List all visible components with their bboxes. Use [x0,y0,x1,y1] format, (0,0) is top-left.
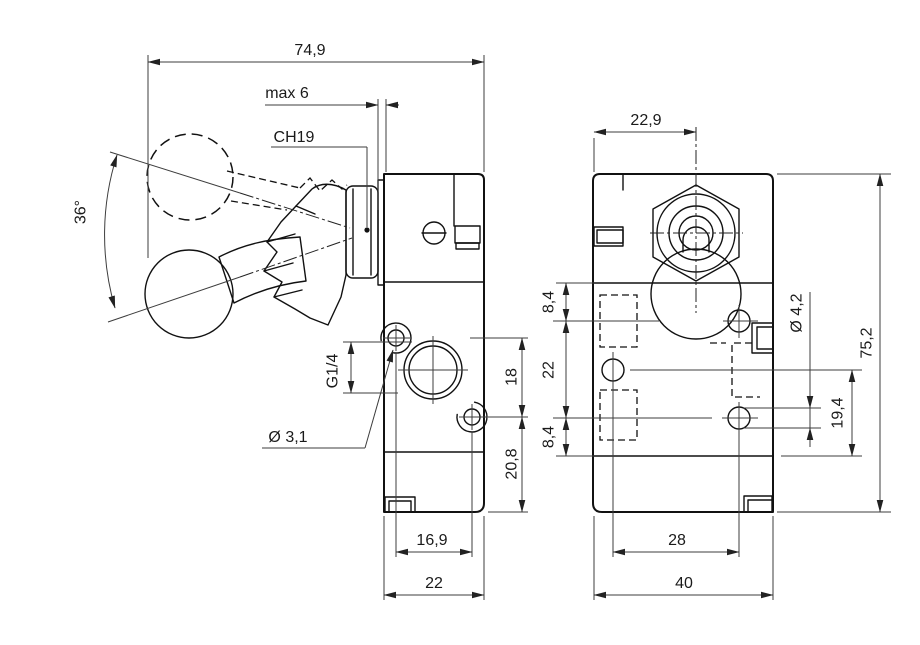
front-bottom-tab [743,495,773,513]
side-view [107,133,488,513]
dim-port-offset: 18 20,8 [470,337,528,513]
dim-body-depth: 22 [383,516,485,600]
dim-hex-offset: 22,9 [593,112,697,172]
screw-head [421,221,447,245]
dim-label-hole-pitch-front: 28 [668,532,686,549]
dim-port-thread: G1/4 [325,341,412,394]
dim-label-mount-hole: Ø 4,2 [789,293,806,332]
pilot-hole-bottom [456,401,488,433]
bellows-boot [263,183,347,326]
mount-hole-top-right [723,305,758,338]
dim-label-swing-angle: 36° [73,200,90,224]
dim-label-hole-pitch-side: 16,9 [416,532,447,549]
dim-label-wrench-size: CH19 [274,129,315,146]
dim-label-body-width: 40 [675,575,693,592]
front-mount-holes [601,305,758,434]
side-body [383,173,485,513]
dim-label-pilot-hole: Ø 3,1 [268,429,307,446]
port-g14 [398,336,468,404]
dim-label-body-depth: 22 [425,575,443,592]
dim-label-hole-offset-top: 8,4 [541,291,558,313]
dim-stroke-max: max 6 [265,85,399,210]
side-bottom-tab [384,496,416,513]
mount-hole-left [601,352,625,390]
dim-pilot-hole: Ø 3,1 [262,349,394,449]
dim-label-port-thread: G1/4 [325,354,342,389]
dim-hole-stack: 8,4 22 8,4 [541,282,712,457]
dim-label-stroke-max: max 6 [265,85,309,102]
dimensions: 74,9 max 6 CH19 36° G1/4 [73,42,891,600]
dim-label-hole-offset-bottom: 8,4 [541,426,558,448]
dim-label-hex-offset: 22,9 [630,112,661,129]
dim-label-port-offset: 18 [504,368,521,386]
dim-label-base-offset: 20,8 [504,448,521,479]
dim-width-total: 74,9 [147,42,485,258]
mounting-flange [377,179,385,286]
dim-hole-offset-lower: 19,4 [630,369,862,457]
dim-label-body-height: 75,2 [859,327,876,358]
front-left-notch [593,226,624,247]
side-connector-notch [454,225,481,244]
dim-label-width-total: 74,9 [294,42,325,59]
front-view [592,127,774,513]
hex-nut-side [345,185,379,279]
pivot-dot [364,227,370,233]
pilot-hole-top [380,322,412,354]
ball-knob [144,249,234,339]
dim-hole-pitch-side: 16,9 [395,352,473,557]
dim-label-hole-pitch-vert: 22 [541,361,558,379]
lever-stem [218,236,307,304]
lever-upper-position [146,133,348,221]
dim-label-hole-offset-lower: 19,4 [830,397,847,428]
front-right-notch [751,322,774,354]
ball-knob-dashed [146,133,234,221]
swing-centerlines [107,151,353,323]
dim-body-width: 40 [593,516,774,600]
dim-body-height: 75,2 [777,173,891,513]
side-ports [380,322,488,433]
mount-hole-bottom-right [722,402,758,434]
dim-wrench-size: CH19 [271,129,368,227]
lever-assembly [107,133,385,339]
front-body [592,173,774,513]
hex-nut-front [650,127,743,340]
dim-swing-angle: 36° [73,154,118,309]
dim-mount-hole: Ø 4,2 [743,292,821,447]
dim-hole-pitch-front: 28 [612,386,740,557]
